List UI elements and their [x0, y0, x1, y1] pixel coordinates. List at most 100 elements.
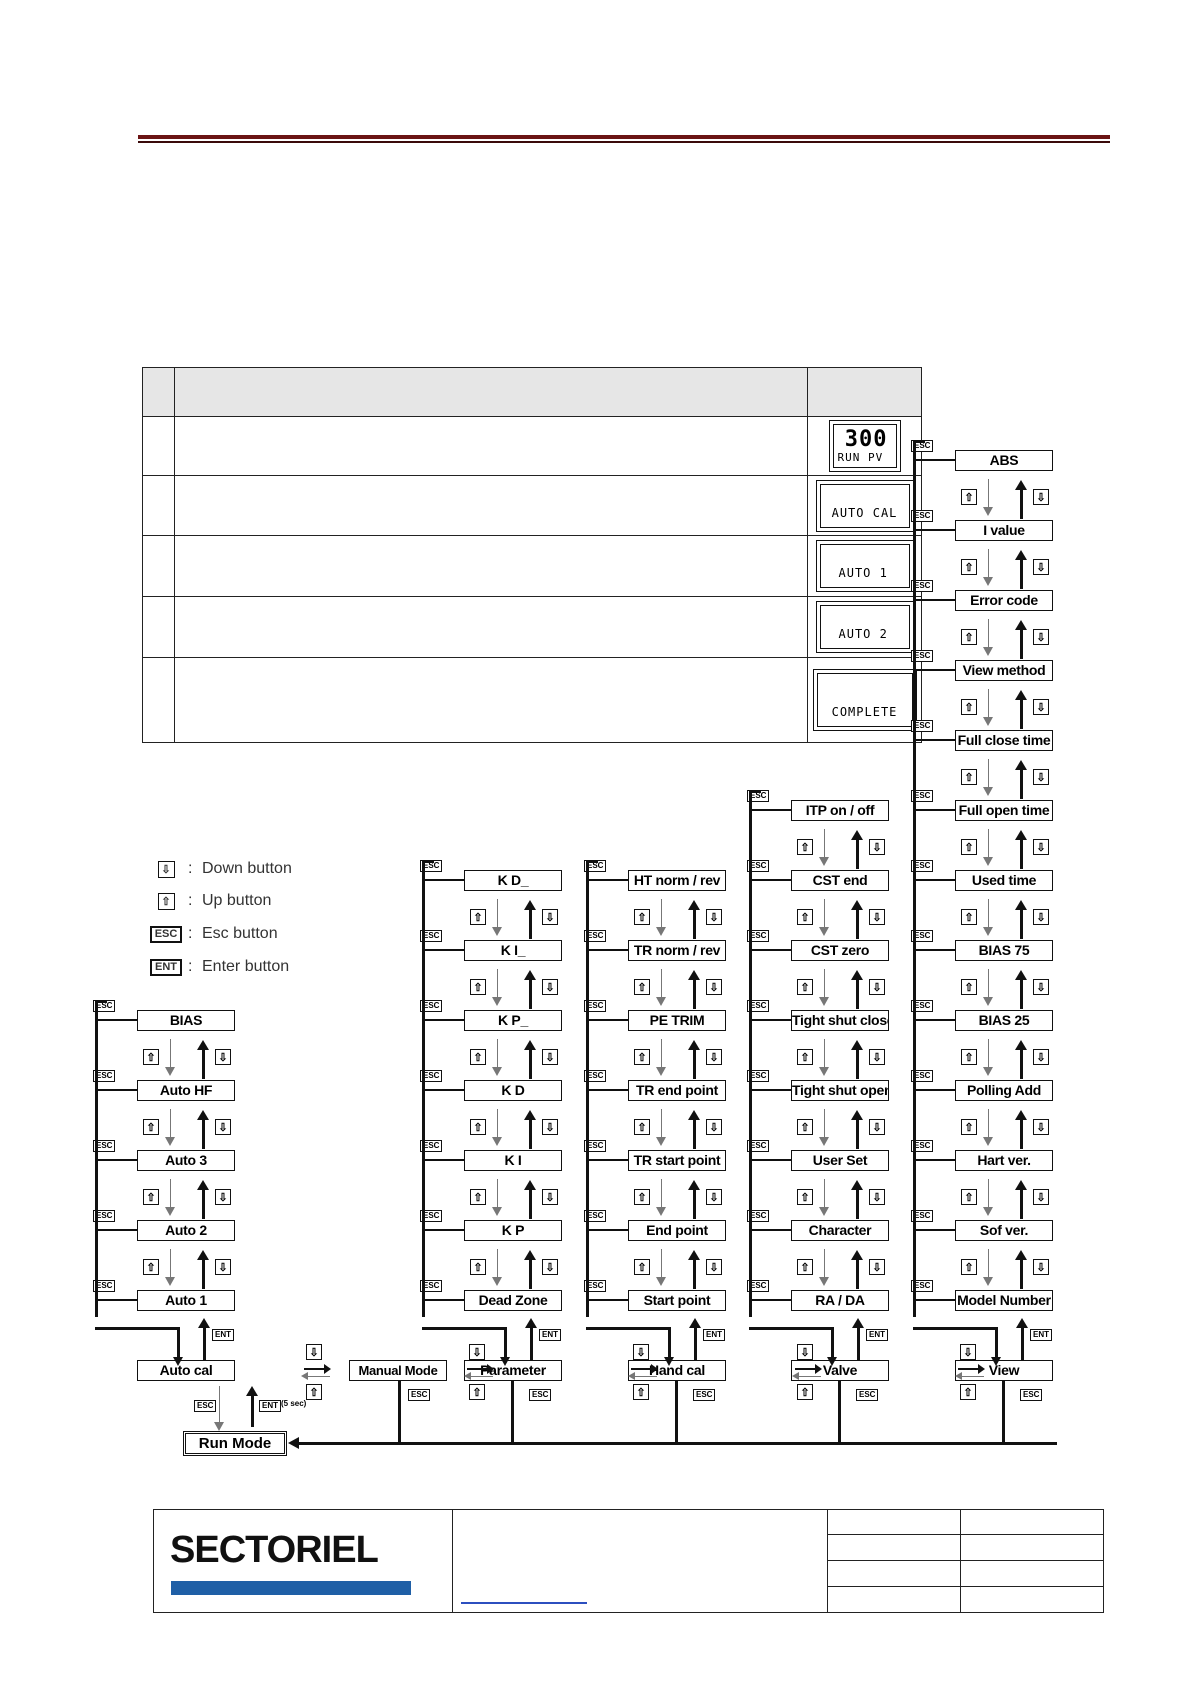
up-arrow-icon[interactable]: ⇧ — [634, 979, 650, 995]
menu-item[interactable]: K I_ — [464, 940, 562, 961]
up-arrow-icon[interactable]: ⇧ — [797, 1189, 813, 1205]
menu-item[interactable]: Used time — [955, 870, 1053, 891]
up-arrow-icon[interactable]: ⇧ — [470, 1119, 486, 1135]
up-arrow-icon[interactable]: ⇧ — [797, 979, 813, 995]
up-arrow-icon[interactable]: ⇧ — [634, 1189, 650, 1205]
down-arrow-icon[interactable]: ⇩ — [633, 1344, 649, 1360]
menu-item[interactable]: CST end — [791, 870, 889, 891]
menu-item[interactable]: End point — [628, 1220, 726, 1241]
down-arrow-icon[interactable]: ⇩ — [706, 909, 722, 925]
footer-link-underline[interactable] — [461, 1602, 587, 1604]
menu-item[interactable]: Auto 3 — [137, 1150, 235, 1171]
up-arrow-icon[interactable]: ⇧ — [961, 769, 977, 785]
down-arrow-icon[interactable]: ⇩ — [1033, 909, 1049, 925]
menu-item[interactable]: I value — [955, 520, 1053, 541]
up-arrow-icon[interactable]: ⇧ — [797, 1119, 813, 1135]
menu-item[interactable]: Error code — [955, 590, 1053, 611]
down-arrow-icon[interactable]: ⇩ — [1033, 1119, 1049, 1135]
menu-item[interactable]: BIAS 75 — [955, 940, 1053, 961]
down-arrow-icon[interactable]: ⇩ — [215, 1259, 231, 1275]
down-arrow-icon[interactable]: ⇩ — [1033, 1049, 1049, 1065]
menu-item[interactable]: Sof ver. — [955, 1220, 1053, 1241]
menu-parameter-title[interactable]: Parameter — [464, 1360, 562, 1381]
down-arrow-icon[interactable]: ⇩ — [1033, 979, 1049, 995]
menu-item[interactable]: Full open time — [955, 800, 1053, 821]
down-arrow-icon[interactable]: ⇩ — [869, 1259, 885, 1275]
menu-item[interactable]: Model Number — [955, 1290, 1053, 1311]
up-arrow-icon[interactable]: ⇧ — [961, 1189, 977, 1205]
down-arrow-icon[interactable]: ⇩ — [869, 909, 885, 925]
menu-item[interactable]: Auto 1 — [137, 1290, 235, 1311]
menu-item[interactable]: Start point — [628, 1290, 726, 1311]
menu-item[interactable]: HT norm / rev — [628, 870, 726, 891]
up-arrow-icon[interactable]: ⇧ — [961, 1119, 977, 1135]
up-arrow-icon[interactable]: ⇧ — [143, 1259, 159, 1275]
menu-auto-cal-title[interactable]: Auto cal — [137, 1360, 235, 1381]
menu-item[interactable]: K D_ — [464, 870, 562, 891]
menu-item[interactable]: View method — [955, 660, 1053, 681]
menu-hand-cal-title[interactable]: Hand cal — [628, 1360, 726, 1381]
menu-item[interactable]: K I — [464, 1150, 562, 1171]
up-arrow-icon[interactable]: ⇧ — [797, 909, 813, 925]
down-arrow-icon[interactable]: ⇩ — [706, 1049, 722, 1065]
down-arrow-icon[interactable]: ⇩ — [215, 1049, 231, 1065]
menu-item[interactable]: PE TRIM — [628, 1010, 726, 1031]
up-arrow-icon[interactable]: ⇧ — [961, 489, 977, 505]
down-arrow-icon[interactable]: ⇩ — [706, 979, 722, 995]
menu-item[interactable]: K P — [464, 1220, 562, 1241]
down-arrow-icon[interactable]: ⇩ — [1033, 699, 1049, 715]
down-arrow-icon[interactable]: ⇩ — [542, 1259, 558, 1275]
up-arrow-icon[interactable]: ⇧ — [961, 839, 977, 855]
up-arrow-icon[interactable]: ⇧ — [634, 1049, 650, 1065]
up-arrow-icon[interactable]: ⇧ — [961, 979, 977, 995]
up-arrow-icon[interactable]: ⇧ — [470, 979, 486, 995]
down-arrow-icon[interactable]: ⇩ — [869, 1119, 885, 1135]
menu-item[interactable]: RA / DA — [791, 1290, 889, 1311]
up-arrow-icon[interactable]: ⇧ — [961, 909, 977, 925]
down-arrow-icon[interactable]: ⇩ — [706, 1259, 722, 1275]
down-arrow-icon[interactable]: ⇩ — [542, 909, 558, 925]
up-arrow-icon[interactable]: ⇧ — [797, 1384, 813, 1400]
menu-item[interactable]: Tight shut close — [791, 1010, 889, 1031]
up-arrow-icon[interactable]: ⇧ — [143, 1119, 159, 1135]
up-arrow-icon[interactable]: ⇧ — [470, 1049, 486, 1065]
up-arrow-icon[interactable]: ⇧ — [470, 909, 486, 925]
up-arrow-icon[interactable]: ⇧ — [634, 909, 650, 925]
menu-item[interactable]: K D — [464, 1080, 562, 1101]
up-arrow-icon[interactable]: ⇧ — [960, 1384, 976, 1400]
up-arrow-icon[interactable]: ⇧ — [470, 1259, 486, 1275]
down-arrow-icon[interactable]: ⇩ — [869, 839, 885, 855]
menu-item[interactable]: TR end point — [628, 1080, 726, 1101]
down-arrow-icon[interactable]: ⇩ — [1033, 489, 1049, 505]
down-arrow-icon[interactable]: ⇩ — [215, 1189, 231, 1205]
up-arrow-icon[interactable]: ⇧ — [634, 1259, 650, 1275]
up-arrow-icon[interactable]: ⇧ — [961, 629, 977, 645]
menu-item[interactable]: User Set — [791, 1150, 889, 1171]
down-arrow-icon[interactable]: ⇩ — [706, 1119, 722, 1135]
menu-item[interactable]: Tight shut open — [791, 1080, 889, 1101]
menu-item[interactable]: BIAS 25 — [955, 1010, 1053, 1031]
down-arrow-icon[interactable]: ⇩ — [1033, 559, 1049, 575]
down-arrow-icon[interactable]: ⇩ — [1033, 839, 1049, 855]
down-arrow-icon[interactable]: ⇩ — [1033, 1189, 1049, 1205]
menu-view-title[interactable]: View — [955, 1360, 1053, 1381]
up-arrow-icon[interactable]: ⇧ — [797, 839, 813, 855]
down-arrow-icon[interactable]: ⇩ — [542, 979, 558, 995]
down-arrow-icon[interactable]: ⇩ — [215, 1119, 231, 1135]
down-arrow-icon[interactable]: ⇩ — [542, 1189, 558, 1205]
down-arrow-icon[interactable]: ⇩ — [706, 1189, 722, 1205]
up-arrow-icon[interactable]: ⇧ — [797, 1049, 813, 1065]
menu-item[interactable]: ITP on / off — [791, 800, 889, 821]
up-arrow-icon[interactable]: ⇧ — [961, 1049, 977, 1065]
up-arrow-icon[interactable]: ⇧ — [306, 1384, 322, 1400]
menu-item[interactable]: Auto 2 — [137, 1220, 235, 1241]
down-arrow-icon[interactable]: ⇩ — [960, 1344, 976, 1360]
down-arrow-icon[interactable]: ⇩ — [869, 979, 885, 995]
up-arrow-icon[interactable]: ⇧ — [961, 699, 977, 715]
menu-item[interactable]: Hart ver. — [955, 1150, 1053, 1171]
menu-item[interactable]: BIAS — [137, 1010, 235, 1031]
up-arrow-icon[interactable]: ⇧ — [634, 1119, 650, 1135]
up-arrow-icon[interactable]: ⇧ — [469, 1384, 485, 1400]
down-arrow-icon[interactable]: ⇩ — [1033, 629, 1049, 645]
menu-item[interactable]: Dead Zone — [464, 1290, 562, 1311]
